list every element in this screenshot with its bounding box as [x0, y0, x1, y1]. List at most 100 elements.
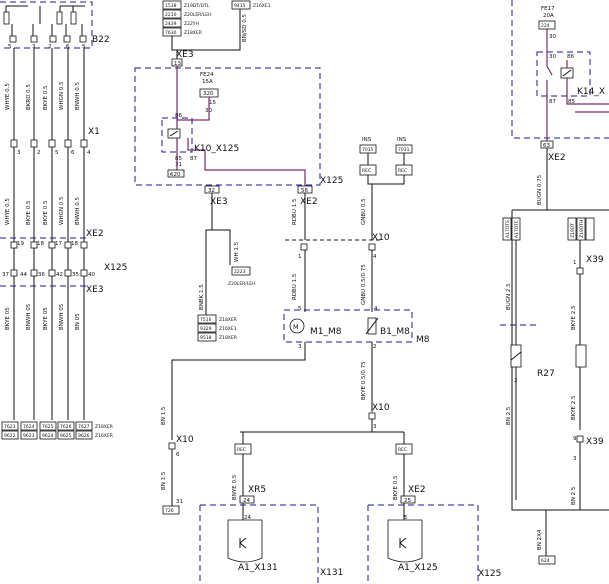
rec-4: REC: [398, 447, 407, 453]
code-7031: 7031: [398, 147, 410, 153]
fe24-amp: 15A: [202, 79, 213, 85]
pin-top-5b: 5: [82, 44, 86, 50]
wire-bn-15b: BN 1.5: [161, 471, 167, 490]
wire-gnbu-075: GNBU 0.5/0.75: [361, 264, 367, 305]
bottom-code-table: 7623 9622 7624 9623 7625 9624 7626 9625 …: [1, 421, 113, 440]
wire-bkrd-a: BKRD 0.5: [26, 84, 32, 110]
wire-whye-a: WHYE 0.5: [5, 83, 11, 110]
code-9518: 9518: [200, 335, 212, 341]
pin-31b: 31: [176, 499, 183, 505]
pin-5a: 5: [298, 306, 302, 312]
b22-label: B22: [92, 35, 110, 45]
pin-87: 87: [190, 156, 197, 162]
code-320: 320: [203, 91, 214, 97]
wire-bkye-c: BKYE 0.5: [43, 200, 49, 225]
variant-r1: A17DTS: [505, 220, 511, 238]
pin-86: 86: [175, 113, 182, 119]
rec-2: REC: [398, 168, 407, 174]
fe17-label: FE17: [541, 6, 555, 12]
code-7623: 7623: [4, 424, 16, 430]
wire-rdbu-b: RDBU 1.5: [292, 273, 298, 300]
pin-1r: 1: [573, 260, 577, 266]
pin-24b: 24: [244, 515, 251, 521]
xe3-top-label: XE3: [176, 50, 194, 60]
pin-top-2: 2: [48, 44, 52, 50]
wire-rdbu-a: RDBU 1.5: [292, 198, 298, 225]
xe2-pin-19: 19: [17, 241, 24, 247]
variant-2223: Z20LER/LEH: [228, 281, 256, 287]
wire-bnwh-d: BNWH 05: [26, 303, 32, 330]
variant-7630: Z18XER: [184, 30, 202, 36]
wire-bkye-25a: BKYE 2.5: [571, 305, 577, 330]
code-9626: 9626: [78, 433, 90, 439]
x1-label: X1: [88, 127, 100, 137]
pin-3b: 3: [373, 424, 377, 430]
x10-a-label: X10: [372, 233, 390, 243]
wire-bkye-25b: BKYE 2.5: [571, 395, 577, 420]
k10-label: K10_X125: [194, 144, 239, 154]
code-1538: 1538: [165, 3, 177, 9]
wire-bnbk-15: BNBK 1.5: [199, 284, 205, 310]
k14-label: K14_X: [577, 87, 605, 97]
pin-2b: 2: [514, 378, 518, 384]
wire-bnsd: BN/SD 0.5: [242, 14, 248, 42]
code-7630: 7630: [165, 30, 177, 36]
code-9329: 9329: [200, 326, 212, 332]
xe2-pin-18: 18: [37, 241, 44, 247]
code-9622: 9622: [4, 433, 16, 439]
x10-c-label: X10: [372, 403, 390, 413]
pin-85r: 85: [568, 99, 575, 105]
center-section: XE3 13 FE24 15A 320 15 30 86 85 87 31 K1…: [134, 50, 501, 584]
x1-pin-6: 6: [71, 150, 75, 156]
pin-32: 32: [208, 188, 215, 194]
wire-wh-15: WH 1.5: [234, 241, 240, 262]
pin-15: 15: [209, 100, 216, 106]
r27-label: R27: [537, 369, 555, 379]
pin-25: 25: [404, 498, 411, 504]
pin-6: 6: [176, 452, 180, 458]
pin-30r-b: 30: [549, 54, 556, 60]
xe2-low-label: XE2: [408, 485, 426, 495]
pin-1: 1: [298, 254, 302, 260]
x125-mid-label: X125: [320, 176, 343, 186]
code-2439: 2439: [165, 21, 177, 27]
pin-24a: 24: [243, 498, 250, 504]
wire-bugn-25: BUGN 2.5: [506, 283, 512, 310]
code-2223: 2223: [234, 269, 246, 275]
pin-9: 9: [573, 436, 577, 442]
code-9415: 9415: [234, 3, 246, 9]
pin-5b: 5: [404, 515, 408, 521]
x1-pin-3: 3: [17, 150, 21, 156]
wire-bnye: BNYE 0.5: [232, 474, 238, 500]
wire-bkye-e: BKYE 05: [43, 307, 49, 330]
x1-pin-5: 5: [55, 150, 59, 156]
code-7625: 7625: [42, 424, 54, 430]
pin-top-5: 5: [8, 44, 12, 50]
variant-9518: Z18XER: [219, 335, 237, 341]
code-7627: 7627: [78, 424, 90, 430]
wire-bn-15a: BN 1.5: [161, 406, 167, 425]
code-7516: 7516: [200, 317, 212, 323]
code-7015: 7015: [362, 147, 374, 153]
pin-85: 85: [175, 156, 182, 162]
wire-whye-b: WHYE 0.5: [5, 198, 11, 225]
xe2-pin-18b: 18: [71, 241, 78, 247]
x125-pin-42: 42: [56, 272, 63, 278]
code-624: 624: [541, 558, 550, 564]
rec-3: REC: [237, 447, 246, 453]
ins-label-1: INS: [362, 137, 372, 143]
wire-bkye-f: BKYE 0.5: [393, 475, 399, 500]
variant-2439: Z22YH: [184, 21, 199, 27]
x125-left-label: X125: [104, 263, 127, 273]
wire-whgn-b: WHGN 0.5: [59, 196, 65, 225]
xe3-mid-label: XE3: [210, 197, 228, 207]
wire-whgn-a: WHGN 0.5: [59, 81, 65, 110]
wire-bn-25b: BN 2.5: [571, 486, 577, 505]
code-2210: 2210: [165, 12, 177, 18]
wire-bn-2x4: BN 2X4: [537, 529, 543, 550]
wire-gnbu-a: GNBU 0.5: [361, 198, 367, 225]
x125-pin-44: 44: [20, 272, 27, 278]
code-620: 620: [170, 172, 181, 178]
code-7626: 7626: [60, 424, 72, 430]
